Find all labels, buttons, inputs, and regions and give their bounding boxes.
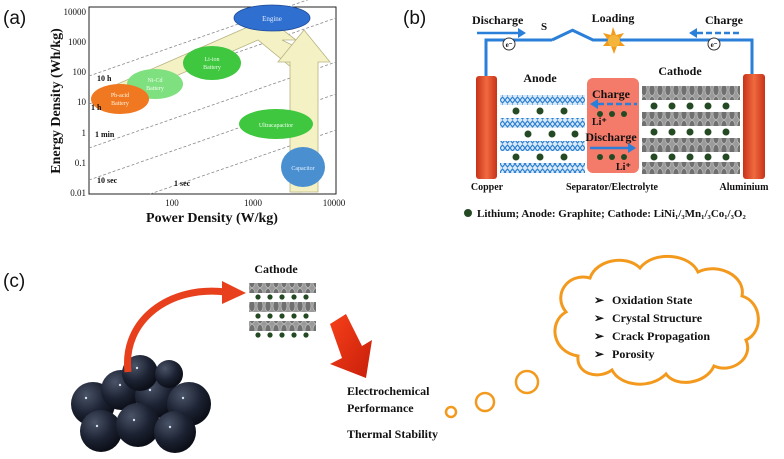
cloud-bullets: ➢ Oxidation State ➢ Crystal Structure ➢ … bbox=[594, 293, 710, 361]
cathode-block bbox=[249, 283, 316, 338]
aluminium-label: Aluminium bbox=[720, 182, 770, 193]
curved-arrow-head bbox=[222, 281, 246, 304]
panel-b: S Discharge e⁻ Loading Charge e⁻ Anode C… bbox=[464, 11, 769, 220]
y-tick: 1000 bbox=[68, 37, 87, 47]
bullet-item: Crack Propagation bbox=[612, 329, 710, 343]
y-tick: 10000 bbox=[64, 7, 87, 17]
separator-charge-label: Charge bbox=[592, 87, 631, 101]
y-tick: 0.1 bbox=[75, 158, 86, 168]
time-label-1min: 1 min bbox=[95, 130, 115, 139]
anode-layers bbox=[500, 95, 585, 173]
switch-lever bbox=[551, 28, 574, 42]
electron-icon bbox=[502, 37, 516, 51]
y-tick-labels: 10000 1000 100 10 1 0.1 0.01 bbox=[64, 7, 87, 198]
switch-label: S bbox=[541, 21, 547, 33]
charge-arrow-head bbox=[689, 28, 697, 38]
region-capacitor bbox=[281, 147, 325, 187]
time-label-1sec: 1 sec bbox=[174, 179, 191, 188]
region-engine bbox=[233, 4, 311, 32]
time-label-1h: 1 h bbox=[91, 103, 102, 112]
copper-label: Copper bbox=[471, 182, 504, 193]
y-tick: 0.01 bbox=[70, 188, 86, 198]
bullet-marker: ➢ bbox=[594, 329, 605, 343]
bullet-marker: ➢ bbox=[594, 293, 605, 307]
x-tick-labels: 100 1000 10000 bbox=[165, 198, 346, 208]
thought-cloud bbox=[553, 254, 760, 386]
time-label-10h: 10 h bbox=[97, 74, 112, 83]
performance-label: Performance bbox=[347, 401, 414, 415]
electron-label: e⁻ bbox=[506, 41, 513, 49]
copper-collector bbox=[476, 76, 497, 179]
x-axis-label: Power Density (W/kg) bbox=[146, 211, 278, 226]
bullet-item: Oxidation State bbox=[612, 293, 693, 307]
thermal-stability-label: Thermal Stability bbox=[347, 427, 438, 441]
x-tick: 100 bbox=[165, 198, 179, 208]
panel-b-letter: (b) bbox=[403, 8, 427, 29]
panel-a-letter: (a) bbox=[3, 8, 27, 29]
time-label-10sec: 10 sec bbox=[97, 176, 118, 185]
region-capacitor-label: Capacitor bbox=[291, 166, 314, 172]
x-tick: 10000 bbox=[323, 198, 346, 208]
region-li-ion bbox=[183, 46, 241, 80]
y-tick: 1 bbox=[82, 128, 87, 138]
bullet-marker: ➢ bbox=[594, 311, 605, 325]
x-tick: 1000 bbox=[244, 198, 263, 208]
cathode-title: Cathode bbox=[254, 262, 298, 276]
bullet-item: Crystal Structure bbox=[612, 311, 703, 325]
discharge-arrow-head bbox=[518, 28, 526, 38]
region-engine-label: Engine bbox=[262, 15, 282, 23]
legend-text: Lithium; Anode: Graphite; Cathode: LiNi₁… bbox=[477, 208, 746, 220]
electrochemical-label: Electrochemical bbox=[347, 384, 430, 398]
y-tick: 100 bbox=[73, 67, 87, 77]
separator-discharge-arrow-head bbox=[628, 143, 636, 153]
panel-c-letter: (c) bbox=[3, 271, 26, 292]
cathode-lithium bbox=[650, 102, 730, 161]
anode-lithium bbox=[512, 107, 579, 161]
bullet-item: Porosity bbox=[612, 347, 654, 361]
region-pb-acid bbox=[91, 84, 149, 114]
discharge-label: Discharge bbox=[472, 13, 524, 27]
separator-charge-arrow-head bbox=[590, 99, 598, 109]
bullet-marker: ➢ bbox=[594, 347, 605, 361]
aluminium-collector bbox=[743, 74, 765, 179]
particle-cluster bbox=[71, 355, 211, 453]
electron-label: e⁻ bbox=[711, 41, 718, 49]
li-ion-bottom-label: Li⁺ bbox=[616, 162, 631, 173]
anode-label: Anode bbox=[523, 71, 557, 85]
region-ultracapacitor-label: Ultracapacitor bbox=[259, 123, 293, 129]
separator-discharge-label: Discharge bbox=[585, 130, 637, 144]
cathode-label: Cathode bbox=[658, 64, 702, 78]
y-axis-label: Energy Density (Wh/kg) bbox=[49, 28, 64, 174]
sun-icon bbox=[603, 27, 625, 54]
lithium-legend-dot bbox=[464, 209, 472, 217]
li-ion-top-label: Li⁺ bbox=[592, 117, 607, 128]
thought-bubble-small bbox=[444, 405, 458, 419]
big-arrow bbox=[330, 314, 372, 378]
loading-label: Loading bbox=[592, 11, 635, 25]
region-ultracapacitor bbox=[239, 109, 313, 139]
curved-arrow bbox=[124, 287, 227, 373]
thought-bubble-medium bbox=[474, 391, 496, 413]
charge-label: Charge bbox=[705, 13, 744, 27]
y-tick: 10 bbox=[77, 97, 87, 107]
separator-label: Separator/Electrolyte bbox=[566, 182, 659, 193]
electron-icon bbox=[707, 37, 721, 51]
cathode-layers bbox=[642, 86, 740, 174]
thought-bubble-large bbox=[514, 369, 540, 395]
panel-c: Cathode Electrochemical Performance Ther… bbox=[71, 254, 760, 453]
